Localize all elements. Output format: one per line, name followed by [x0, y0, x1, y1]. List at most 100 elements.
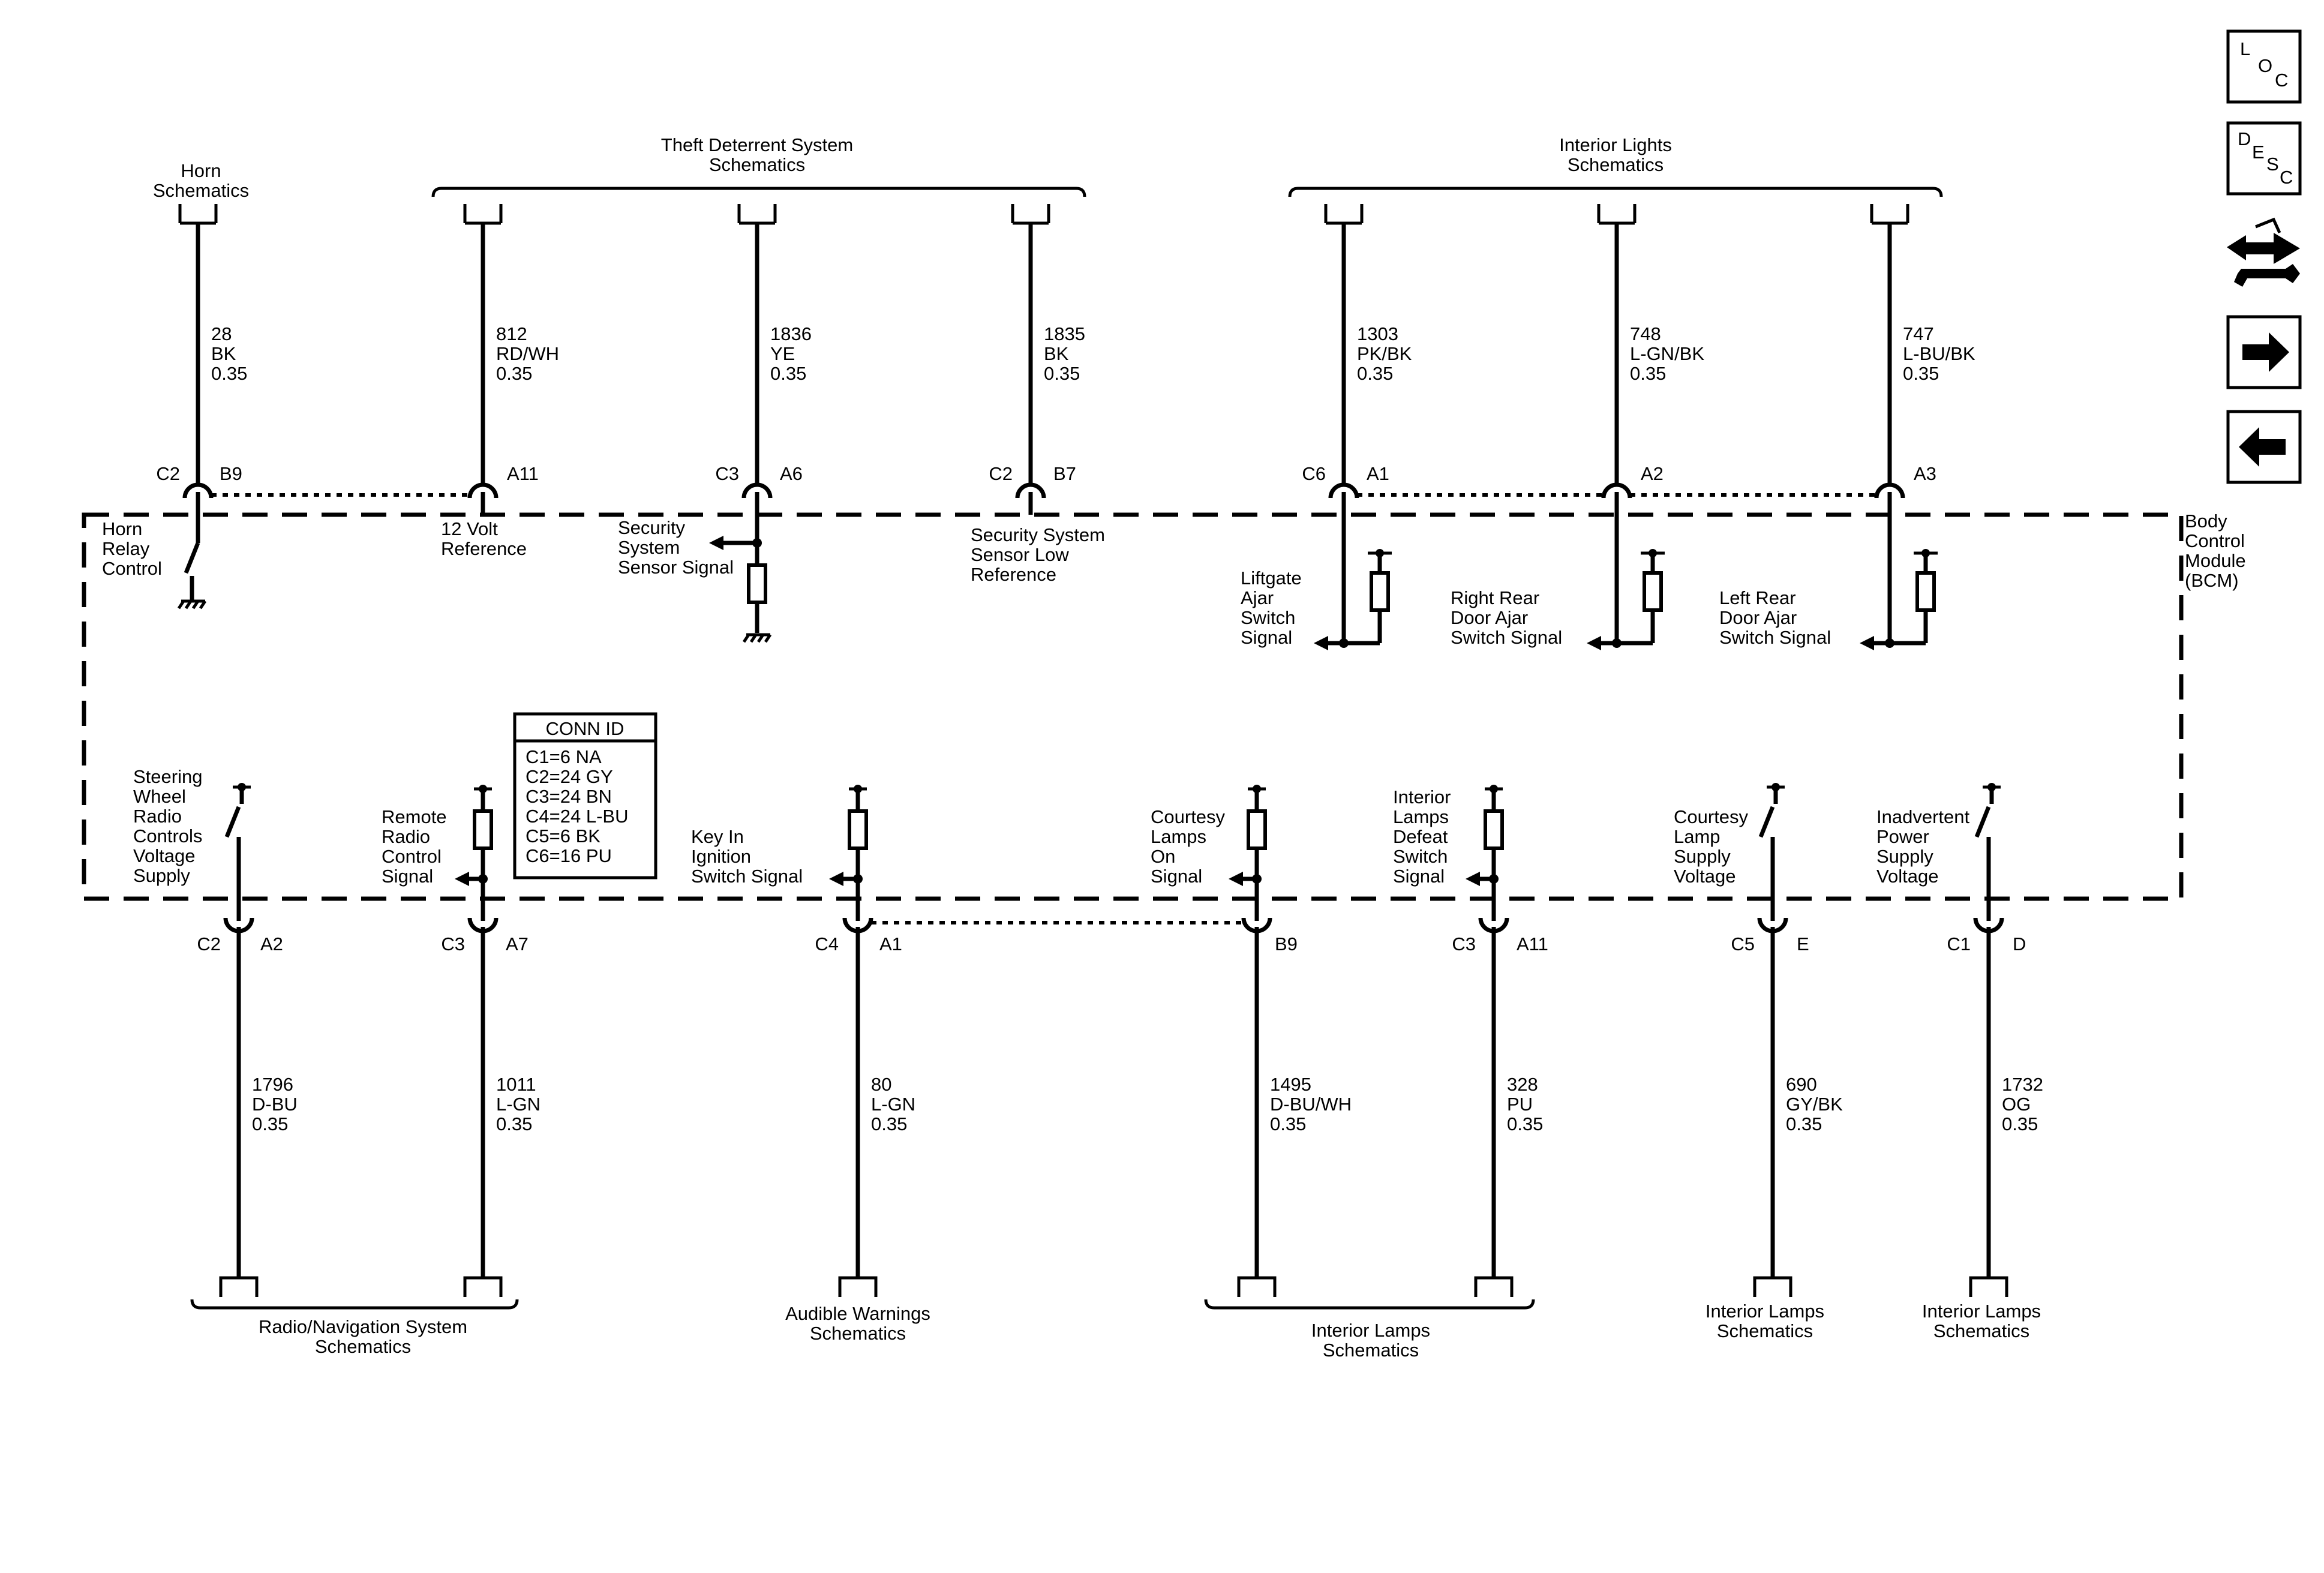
- svg-text:0.35: 0.35: [496, 1113, 532, 1134]
- svg-text:1836: 1836: [770, 323, 812, 344]
- interior-lamps-label-2: Interior Lamps Schematics: [1922, 1301, 2041, 1341]
- previous-arrow-icon[interactable]: [2226, 410, 2302, 484]
- svg-text:(BCM): (BCM): [2185, 570, 2239, 591]
- remote-radio-label: Remote Radio Control Signal: [382, 806, 447, 887]
- lamps-defeat-label: Interior Lamps Defeat Switch Signal: [1393, 786, 1451, 887]
- svg-text:A2: A2: [1641, 463, 1664, 484]
- courtesy-on-label: Courtesy Lamps On Signal: [1151, 806, 1226, 887]
- svg-text:OG: OG: [2002, 1094, 2031, 1115]
- svg-text:0.35: 0.35: [1786, 1113, 1822, 1134]
- svg-text:Right Rear: Right Rear: [1451, 587, 1539, 608]
- security-low-ref-circuit: 1835 BK 0.35 C2 B7: [989, 204, 1085, 515]
- liftgate-circuit: 1303 PK/BK 0.35 C6 A1: [1302, 204, 1412, 650]
- harness-connector-icon: [1870, 204, 1909, 225]
- pin-socket-icon: [182, 482, 214, 499]
- svg-text:BK: BK: [211, 343, 236, 364]
- desc-icon[interactable]: D E S C: [2226, 121, 2302, 196]
- resistor-icon: [1915, 571, 1936, 612]
- svg-text:Sensor Low: Sensor Low: [971, 544, 1069, 565]
- harness-connector-icon: [463, 1276, 503, 1297]
- svg-text:1495: 1495: [1270, 1074, 1311, 1095]
- signal-arrow-icon: [455, 872, 469, 886]
- left-rear-door-label: Left Rear Door Ajar Switch Signal: [1719, 587, 1831, 648]
- svg-text:C1: C1: [1947, 933, 1971, 954]
- svg-text:Door Ajar: Door Ajar: [1451, 607, 1528, 628]
- svg-text:C6=16 PU: C6=16 PU: [526, 845, 612, 866]
- svg-text:1732: 1732: [2002, 1074, 2043, 1095]
- signal-arrow-icon: [1466, 872, 1480, 886]
- pin-socket-icon: [467, 482, 499, 499]
- loc-icon[interactable]: L O C: [2226, 29, 2302, 104]
- svg-text:A3: A3: [1914, 463, 1936, 484]
- svg-text:0.35: 0.35: [1044, 363, 1080, 384]
- svg-text:Lamp: Lamp: [1674, 826, 1721, 847]
- svg-text:A1: A1: [1367, 463, 1389, 484]
- svg-text:Interior Lamps: Interior Lamps: [1311, 1320, 1430, 1341]
- svg-text:Schematics: Schematics: [1568, 154, 1664, 175]
- svg-text:Switch: Switch: [1393, 846, 1448, 867]
- svg-text:L-GN/BK: L-GN/BK: [1630, 343, 1704, 364]
- ground-icon: [742, 633, 772, 643]
- interior-lamps-group-label: Interior Lamps Schematics: [1311, 1320, 1430, 1361]
- svg-text:A7: A7: [506, 933, 529, 954]
- svg-text:Signal: Signal: [1151, 866, 1202, 887]
- harness-connector-icon: [1011, 204, 1050, 225]
- courtesy-on-circuit: B9 1495 D-BU/WH 0.35: [1229, 785, 1352, 1297]
- svg-text:O: O: [2258, 55, 2272, 76]
- right-rear-door-label: Right Rear Door Ajar Switch Signal: [1451, 587, 1562, 648]
- pin-socket-icon: [1874, 482, 1905, 499]
- harness-connector-icon: [1597, 204, 1637, 225]
- svg-text:A11: A11: [1517, 933, 1548, 954]
- svg-text:D: D: [2013, 933, 2026, 954]
- next-arrow-icon[interactable]: [2226, 315, 2302, 389]
- svg-text:Voltage: Voltage: [1876, 866, 1938, 887]
- pin-socket-icon: [1328, 482, 1359, 499]
- svg-text:Steering: Steering: [133, 766, 202, 787]
- horn-relay-label: Horn Relay Control: [102, 518, 162, 579]
- svg-text:Security: Security: [618, 517, 685, 538]
- svg-text:C2: C2: [156, 463, 180, 484]
- svg-text:L-BU/BK: L-BU/BK: [1903, 343, 1975, 364]
- left-rear-door-circuit: 747 L-BU/BK 0.35 A3: [1860, 204, 1975, 650]
- svg-text:C: C: [2280, 167, 2293, 188]
- svg-text:C6: C6: [1302, 463, 1326, 484]
- svg-text:C: C: [2275, 70, 2288, 91]
- interior-lamps-bracket: [1204, 1299, 1535, 1310]
- svg-text:Schematics: Schematics: [1933, 1320, 2029, 1341]
- svg-text:E: E: [2252, 142, 2265, 163]
- harness-connector-icon: [737, 204, 777, 225]
- svg-text:0.35: 0.35: [871, 1113, 907, 1134]
- svg-text:Theft Deterrent System: Theft Deterrent System: [661, 134, 853, 155]
- svg-text:1011: 1011: [496, 1074, 536, 1095]
- svg-text:RD/WH: RD/WH: [496, 343, 559, 364]
- signal-arrow-icon: [829, 872, 843, 886]
- resistor-icon: [1484, 809, 1504, 850]
- connector-tool-icon[interactable]: [2227, 217, 2300, 287]
- svg-text:D-BU: D-BU: [252, 1094, 298, 1115]
- svg-text:Signal: Signal: [382, 866, 433, 887]
- radio-nav-bracket: [190, 1299, 519, 1310]
- svg-text:On: On: [1151, 846, 1175, 867]
- svg-text:0.35: 0.35: [211, 363, 247, 384]
- svg-text:812: 812: [496, 323, 527, 344]
- svg-text:Ajar: Ajar: [1241, 587, 1274, 608]
- horn-schematics-label: Horn Schematics: [153, 160, 249, 201]
- svg-text:Schematics: Schematics: [1323, 1340, 1419, 1361]
- harness-connector-icon: [463, 204, 503, 225]
- audible-warnings-label: Audible Warnings Schematics: [785, 1303, 930, 1344]
- svg-text:C4: C4: [815, 933, 839, 954]
- key-in-circuit: C4 A1 80 L-GN 0.35: [815, 785, 915, 1297]
- pin-socket-icon: [1601, 482, 1632, 499]
- courtesy-supply-circuit: C5 E 690 GY/BK 0.35: [1731, 783, 1843, 1297]
- svg-text:C3=24 BN: C3=24 BN: [526, 786, 612, 807]
- svg-text:C2: C2: [197, 933, 221, 954]
- svg-text:Schematics: Schematics: [709, 154, 805, 175]
- svg-text:Interior Lamps: Interior Lamps: [1706, 1301, 1824, 1322]
- svg-text:Switch Signal: Switch Signal: [691, 866, 803, 887]
- radio-nav-label: Radio/Navigation System Schematics: [259, 1316, 467, 1357]
- svg-text:Switch: Switch: [1241, 607, 1295, 628]
- svg-text:Defeat: Defeat: [1393, 826, 1448, 847]
- svg-text:Security System: Security System: [971, 524, 1105, 545]
- inadvertent-power-label: Inadvertent Power Supply Voltage: [1876, 806, 1969, 887]
